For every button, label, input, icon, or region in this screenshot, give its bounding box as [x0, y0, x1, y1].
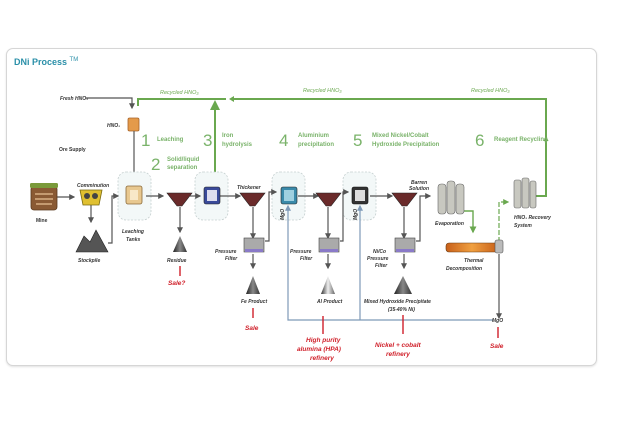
- residue-label: Residue: [167, 258, 187, 264]
- output-arrows: [179, 266, 499, 338]
- step-text: precipitation: [298, 142, 334, 148]
- hno3-tank-label: HNO₃: [107, 123, 120, 129]
- step-text: Solid/liquid: [167, 157, 200, 163]
- step-3: 3 Iron hydrolysis: [203, 131, 253, 150]
- trademark: TM: [69, 57, 79, 63]
- main-flow: [57, 189, 502, 320]
- step-number: 5: [353, 131, 362, 150]
- step-1: 1 Leaching: [141, 131, 184, 150]
- recovery-out-line: [534, 186, 547, 197]
- mgo-recycle-line: [285, 204, 493, 321]
- thickener-label: Thickener: [237, 185, 262, 191]
- al-product-icon: [321, 276, 335, 294]
- nico-filter-label-1: Ni/Co: [373, 249, 386, 255]
- step-text: Mixed Nickel/Cobalt: [372, 133, 429, 139]
- step-text: Reagent Recycling: [494, 137, 548, 143]
- evaporation-label: Evaporation: [435, 221, 464, 227]
- nico-output-1: Nickel + cobalt: [375, 342, 422, 349]
- title-text: DNi Process: [14, 57, 68, 67]
- step-text: Aluminium: [298, 133, 329, 139]
- aluminium-reactor-icon: [280, 186, 298, 205]
- barren-solution-label-1: Barren: [411, 180, 427, 186]
- step-text: hydrolysis: [222, 142, 253, 148]
- thermal-decomposition-icon: [445, 239, 504, 254]
- nico-filter-label-3: Filter: [375, 263, 388, 269]
- step-2: 2 Solid/liquid separation: [151, 155, 200, 174]
- pressure-filter-1-label-2: Filter: [225, 256, 238, 262]
- hpa-output-1: High purity: [306, 337, 341, 344]
- thermal-label-1: Thermal: [464, 258, 484, 264]
- nico-output-2: refinery: [386, 351, 410, 358]
- residue-sale-output: Sale?: [168, 280, 185, 287]
- fe-product-icon: [246, 276, 260, 294]
- recycle-arrow-icon: [229, 96, 234, 102]
- hno3-tank-icon: [127, 117, 140, 132]
- leaching-tanks-label-1: Leaching: [122, 229, 144, 235]
- nickel-reactor-icon: [351, 186, 369, 205]
- residue-icon: [173, 236, 187, 252]
- step-text: separation: [167, 165, 198, 171]
- step-5: 5 Mixed Nickel/Cobalt Hydroxide Precipit…: [353, 131, 440, 150]
- step-6: 6 Reagent Recycling: [475, 131, 548, 150]
- step-number: 4: [279, 131, 288, 150]
- step-number: 1: [141, 131, 150, 150]
- fresh-hno3-line: [86, 97, 135, 110]
- step-text: Iron: [222, 133, 234, 139]
- leaching-tank-icon: [125, 185, 143, 205]
- fe-product-label: Fe Product: [241, 299, 267, 305]
- recycle-label-1: Recycled HNO₃: [160, 90, 199, 96]
- mine-icon: [30, 183, 58, 211]
- mhp-label-1: Mixed Hydroxide Precipitate: [364, 299, 431, 305]
- hno3-recovery-label-2: System: [514, 223, 532, 229]
- mine-label: Mine: [36, 218, 48, 224]
- nico-filter-label-2: Pressure: [367, 256, 389, 262]
- hpa-output-3: refinery: [310, 355, 334, 362]
- hno3-recovery-label-1: HNO₃ Recovery: [514, 215, 551, 221]
- mhp-icon: [394, 276, 412, 294]
- step-4: 4 Aluminium precipitation: [279, 131, 334, 150]
- comminution-icon: [79, 189, 103, 206]
- diagram-title: DNi Process TM: [14, 57, 78, 67]
- leaching-tanks-label-2: Tanks: [126, 237, 140, 243]
- al-product-label: Al Product: [316, 299, 343, 305]
- comminution-label: Comminution: [77, 183, 109, 189]
- fresh-hno3-label: Fresh HNO₃: [60, 96, 88, 102]
- mgo-out-label: MgO: [492, 318, 503, 324]
- hno3-recovery-icon: [513, 177, 537, 209]
- barren-solution-label-2: Solution: [409, 186, 429, 192]
- evap-to-kiln-line: [464, 210, 477, 234]
- ore-supply-label: Ore Supply: [59, 147, 86, 153]
- mgo-label-2: MgO: [353, 209, 359, 220]
- recycle-label-2: Recycled HNO₃: [303, 88, 342, 94]
- pressure-filter-icon: [243, 237, 416, 253]
- step-number: 2: [151, 155, 160, 174]
- iron-reactor-icon: [203, 186, 221, 205]
- pressure-filter-2-label-2: Filter: [300, 256, 313, 262]
- stockpile-label: Stockpile: [78, 258, 100, 264]
- mgo-label-1: MgO: [280, 209, 286, 220]
- thermal-label-2: Decomposition: [446, 266, 482, 272]
- pressure-filter-2-label-1: Pressure: [290, 249, 312, 255]
- step-text: Leaching: [157, 137, 184, 143]
- mhp-label-2: (35-40% Ni): [388, 307, 415, 313]
- thickener-icon: [166, 192, 418, 207]
- mgo-sale-output: Sale: [490, 343, 504, 350]
- hpa-output-2: alumina (HPA): [297, 346, 341, 353]
- kiln-to-recovery-line: [498, 199, 510, 242]
- recycle-label-3: Recycled HNO₃: [471, 88, 510, 94]
- pressure-filter-1-label-1: Pressure: [215, 249, 237, 255]
- step-number: 3: [203, 131, 212, 150]
- step-text: Hydroxide Precipitation: [372, 142, 440, 148]
- fe-sale-output: Sale: [245, 325, 259, 332]
- step-number: 6: [475, 131, 484, 150]
- evaporation-icon: [437, 180, 465, 215]
- stockpile-icon: [75, 229, 109, 253]
